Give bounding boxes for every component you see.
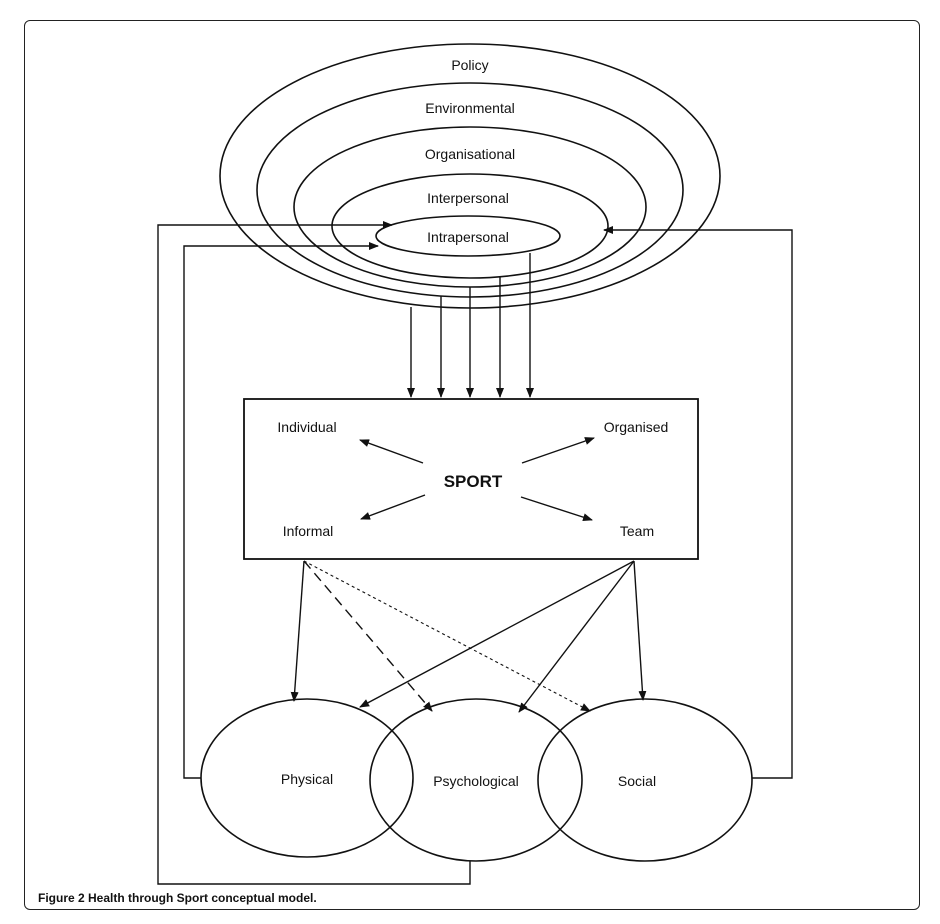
ecological-model — [219, 43, 721, 309]
outcome-ellipses — [200, 698, 753, 862]
sport-to-individual-arrow — [359, 439, 424, 464]
psychological-label: Psychological — [433, 773, 519, 789]
level-to-sport-arrows — [407, 253, 534, 398]
environmental-label: Environmental — [425, 100, 515, 116]
sport-individual-label: Individual — [277, 419, 336, 435]
figure-caption: Figure 2 Health through Sport conceptual… — [38, 891, 317, 905]
team-to-psychological-arrow — [518, 560, 635, 713]
informal-to-psychological-arrow — [303, 560, 433, 712]
physical-label: Physical — [281, 771, 333, 787]
psychological-feedback-loop — [157, 221, 471, 885]
team-to-social-arrow — [633, 560, 647, 701]
interpersonal-label: Interpersonal — [427, 190, 509, 206]
sport-type-arrows — [359, 437, 595, 522]
figure-frame — [24, 20, 920, 910]
sport-title: SPORT — [444, 472, 503, 491]
social-feedback-loop — [603, 226, 793, 779]
policy-label: Policy — [451, 57, 488, 73]
level-labels: Policy Environmental Organisational Inte… — [425, 57, 515, 245]
sport-to-outcome-arrows — [290, 560, 647, 713]
social-label: Social — [618, 773, 656, 789]
sport-organised-label: Organised — [604, 419, 669, 435]
social-ellipse — [537, 698, 753, 862]
sport-to-organised-arrow — [521, 437, 595, 464]
intrapersonal-label: Intrapersonal — [427, 229, 509, 245]
sport-informal-label: Informal — [283, 523, 334, 539]
organisational-label: Organisational — [425, 146, 515, 162]
physical-feedback-loop — [183, 242, 379, 779]
intrapersonal-ellipse — [375, 215, 561, 257]
team-to-physical-arrow — [359, 560, 635, 708]
feedback-loops — [157, 221, 793, 885]
informal-to-physical-arrow — [290, 560, 305, 702]
informal-to-social-arrow — [303, 560, 591, 712]
sport-team-label: Team — [620, 523, 654, 539]
sport-to-team-arrow — [520, 496, 593, 522]
psychological-ellipse — [369, 698, 583, 862]
sport-box — [243, 398, 699, 560]
sport-to-informal-arrow — [360, 494, 426, 520]
